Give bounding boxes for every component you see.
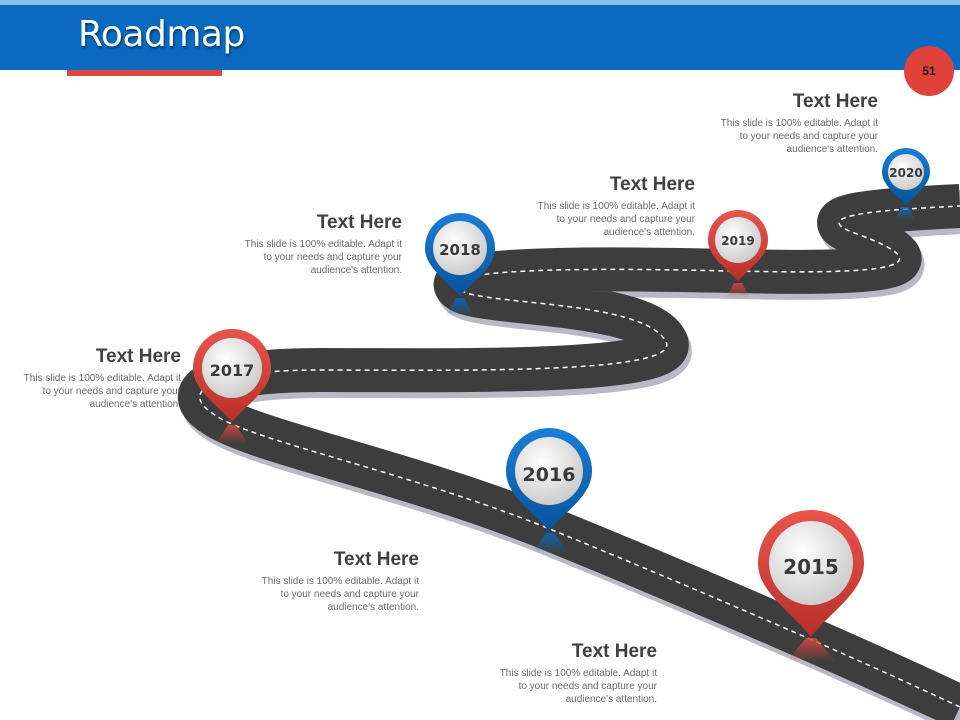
- milestone-2015-heading: Text Here: [571, 641, 657, 662]
- milestone-2019-line-2: to your needs and capture your: [556, 214, 695, 225]
- pin-2019-year: 2019: [721, 234, 754, 248]
- milestone-2018-description: This slide is 100% editable. Adapt it to…: [202, 238, 402, 277]
- pin-2019-face: [715, 217, 761, 263]
- milestone-2017-description: This slide is 100% editable. Adapt it to…: [0, 372, 181, 411]
- pin-2016-road-marker: [532, 533, 568, 553]
- pin-2017-year: 2017: [210, 361, 255, 380]
- milestone-2020-description: This slide is 100% editable. Adapt it to…: [678, 117, 878, 156]
- road-center-line: [199, 205, 960, 708]
- milestone-2018-line-3: audience's attention.: [310, 265, 402, 276]
- milestone-2015-line-2: to your needs and capture your: [518, 681, 657, 692]
- milestone-2018-text: Text Here This slide is 100% editable. A…: [202, 212, 402, 277]
- pin-2019: 2019: [708, 210, 768, 298]
- milestone-2016-text: Text Here This slide is 100% editable. A…: [219, 549, 419, 614]
- pin-2018-road-marker: [446, 298, 474, 316]
- pin-2016-year: 2016: [523, 464, 576, 486]
- pin-2020-face: [888, 154, 924, 190]
- milestone-2018-heading: Text Here: [316, 212, 402, 233]
- pin-2015: 2015: [758, 510, 864, 662]
- milestone-2016-line-2: to your needs and capture your: [280, 589, 419, 600]
- pin-2020: 2020: [882, 148, 930, 220]
- pin-2015-face: [769, 521, 853, 605]
- milestone-2017-line-1: This slide is 100% editable. Adapt it: [23, 373, 181, 384]
- milestone-2019-text: Text Here This slide is 100% editable. A…: [495, 174, 695, 239]
- milestone-2019-line-3: audience's attention.: [603, 227, 695, 238]
- milestone-2017-heading: Text Here: [95, 346, 181, 367]
- milestone-2016-line-3: audience's attention.: [327, 602, 419, 613]
- milestone-2016-description: This slide is 100% editable. Adapt it to…: [219, 575, 419, 614]
- milestone-2020-text: Text Here This slide is 100% editable. A…: [678, 91, 878, 156]
- pin-2015-year: 2015: [783, 555, 839, 579]
- milestone-2017-line-2: to your needs and capture your: [42, 386, 181, 397]
- pin-2017-road-marker: [216, 425, 248, 444]
- milestone-2018-line-1: This slide is 100% editable. Adapt it: [244, 239, 402, 250]
- top-accent-line: [0, 0, 960, 5]
- milestone-2019-line-1: This slide is 100% editable. Adapt it: [537, 201, 695, 212]
- page-number-badge: 51: [904, 46, 954, 96]
- milestone-2019-heading: Text Here: [609, 174, 695, 195]
- pin-2016: 2016: [506, 428, 592, 553]
- pin-2020-road-marker: [895, 207, 915, 220]
- pin-2018-year: 2018: [439, 241, 481, 259]
- milestone-2015-description: This slide is 100% editable. Adapt it to…: [457, 667, 657, 706]
- header-bar: [0, 5, 960, 70]
- milestone-2018-line-2: to your needs and capture your: [263, 252, 402, 263]
- slide-title: Roadmap: [78, 14, 245, 55]
- milestone-2020-line-1: This slide is 100% editable. Adapt it: [720, 118, 878, 129]
- pin-2020-year: 2020: [889, 166, 922, 180]
- milestone-2015-text: Text Here This slide is 100% editable. A…: [457, 641, 657, 706]
- pin-2018: 2018: [425, 213, 495, 316]
- pin-2015-road-marker: [786, 638, 836, 662]
- milestone-2017-text: Text Here This slide is 100% editable. A…: [0, 346, 181, 411]
- pin-2017: 2017: [193, 329, 271, 444]
- milestone-2015-line-3: audience's attention.: [565, 694, 657, 705]
- milestone-2016-heading: Text Here: [333, 549, 419, 570]
- milestone-2016-line-1: This slide is 100% editable. Adapt it: [261, 576, 419, 587]
- pin-2019-road-marker: [726, 283, 750, 298]
- pin-2018-face: [433, 221, 487, 275]
- milestone-2020-line-2: to your needs and capture your: [739, 131, 878, 142]
- milestone-2019-description: This slide is 100% editable. Adapt it to…: [495, 200, 695, 239]
- milestone-2020-heading: Text Here: [792, 91, 878, 112]
- title-underline: [67, 70, 222, 76]
- milestone-2017-line-3: audience's attention.: [89, 399, 181, 410]
- milestone-2020-line-3: audience's attention.: [786, 144, 878, 155]
- pin-2017-face: [202, 338, 262, 398]
- milestone-2015-line-1: This slide is 100% editable. Adapt it: [499, 668, 657, 679]
- pin-2016-face: [515, 437, 583, 505]
